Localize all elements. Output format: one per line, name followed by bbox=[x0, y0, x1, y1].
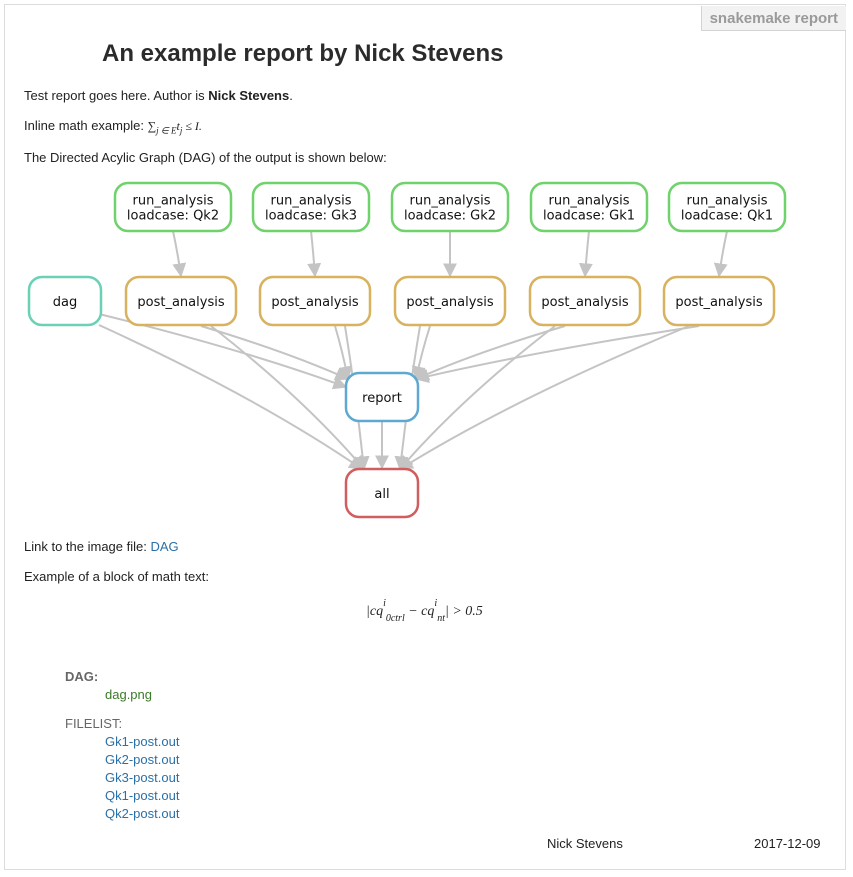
file-link[interactable]: Qk1-post.out bbox=[105, 788, 180, 803]
dag-file-link[interactable]: dag.png bbox=[105, 687, 152, 702]
all-node: all bbox=[344, 467, 420, 519]
inline-math-line: Inline math example: ∑j ∈ Etj ≤ I. bbox=[24, 118, 202, 136]
footer-date: 2017-12-09 bbox=[754, 836, 821, 851]
node-label: all bbox=[374, 487, 389, 502]
edge-post-to-all bbox=[398, 325, 690, 470]
node-label: loadcase: Gk2 bbox=[404, 209, 496, 224]
node-label: post_analysis bbox=[271, 295, 358, 310]
post-analysis-node: post_analysis bbox=[258, 275, 372, 327]
node-label: run_analysis bbox=[410, 194, 491, 209]
node-label: loadcase: Gk1 bbox=[543, 209, 635, 224]
file-link[interactable]: Gk2-post.out bbox=[105, 752, 180, 767]
edge-post-to-report bbox=[414, 325, 566, 381]
post-analysis-node: post_analysis bbox=[528, 275, 642, 327]
file-link[interactable]: Gk1-post.out bbox=[105, 734, 180, 749]
edge-post-to-all bbox=[399, 325, 556, 471]
node-label: post_analysis bbox=[675, 295, 762, 310]
post-analysis-node: post_analysis bbox=[662, 275, 776, 327]
report-node: report bbox=[344, 371, 420, 423]
page-title: An example report by Nick Stevens bbox=[102, 40, 504, 67]
node-label: loadcase: Qk2 bbox=[127, 209, 219, 224]
node-label: post_analysis bbox=[137, 295, 224, 310]
node-label: post_analysis bbox=[541, 295, 628, 310]
edge-post-to-report bbox=[334, 325, 353, 381]
dag-node: dag bbox=[27, 275, 103, 327]
inline-math: ∑j ∈ Etj ≤ I. bbox=[147, 119, 202, 136]
node-label: post_analysis bbox=[406, 295, 493, 310]
snakemake-report-badge: snakemake report bbox=[700, 6, 846, 31]
edge-post-to-report bbox=[414, 325, 700, 383]
math-block: |cqi0ctrl − cqint| > 0.5 bbox=[366, 598, 483, 624]
post-analysis-node: post_analysis bbox=[124, 275, 238, 327]
node-label: run_analysis bbox=[133, 194, 214, 209]
node-label: run_analysis bbox=[549, 194, 630, 209]
report-frame bbox=[4, 4, 846, 870]
intro-text: Test report goes here. Author is Nick St… bbox=[24, 88, 293, 103]
dag-edges bbox=[94, 230, 728, 471]
footer-author: Nick Stevens bbox=[547, 836, 623, 851]
edge-post-to-all bbox=[210, 325, 365, 471]
node-label: report bbox=[362, 391, 402, 406]
image-link-line: Link to the image file: DAG bbox=[24, 539, 179, 554]
edge-run-to-post bbox=[307, 230, 322, 278]
edge-run-to-post bbox=[172, 230, 187, 278]
node-label: loadcase: Qk1 bbox=[681, 209, 773, 224]
file-link[interactable]: Gk3-post.out bbox=[105, 770, 180, 785]
edge-post-to-report bbox=[200, 325, 350, 381]
dag-image-link[interactable]: DAG bbox=[150, 539, 179, 554]
node-label: dag bbox=[53, 295, 77, 310]
author-name: Nick Stevens bbox=[208, 88, 290, 103]
post-analysis-node: post_analysis bbox=[393, 275, 507, 327]
file-link[interactable]: Qk2-post.out bbox=[105, 806, 180, 821]
node-label: run_analysis bbox=[687, 194, 768, 209]
math-block-label: Example of a block of math text: bbox=[24, 569, 209, 584]
edge-dag-to-all bbox=[98, 324, 364, 470]
node-label: run_analysis bbox=[271, 194, 352, 209]
edge-run-to-post bbox=[578, 230, 593, 278]
dag-section-label: DAG: bbox=[65, 669, 99, 684]
dag-caption: The Directed Acylic Graph (DAG) of the o… bbox=[24, 150, 387, 165]
filelist-label: FILELIST: bbox=[65, 716, 123, 731]
node-label: loadcase: Gk3 bbox=[265, 209, 357, 224]
edge-run-to-post bbox=[713, 230, 728, 278]
